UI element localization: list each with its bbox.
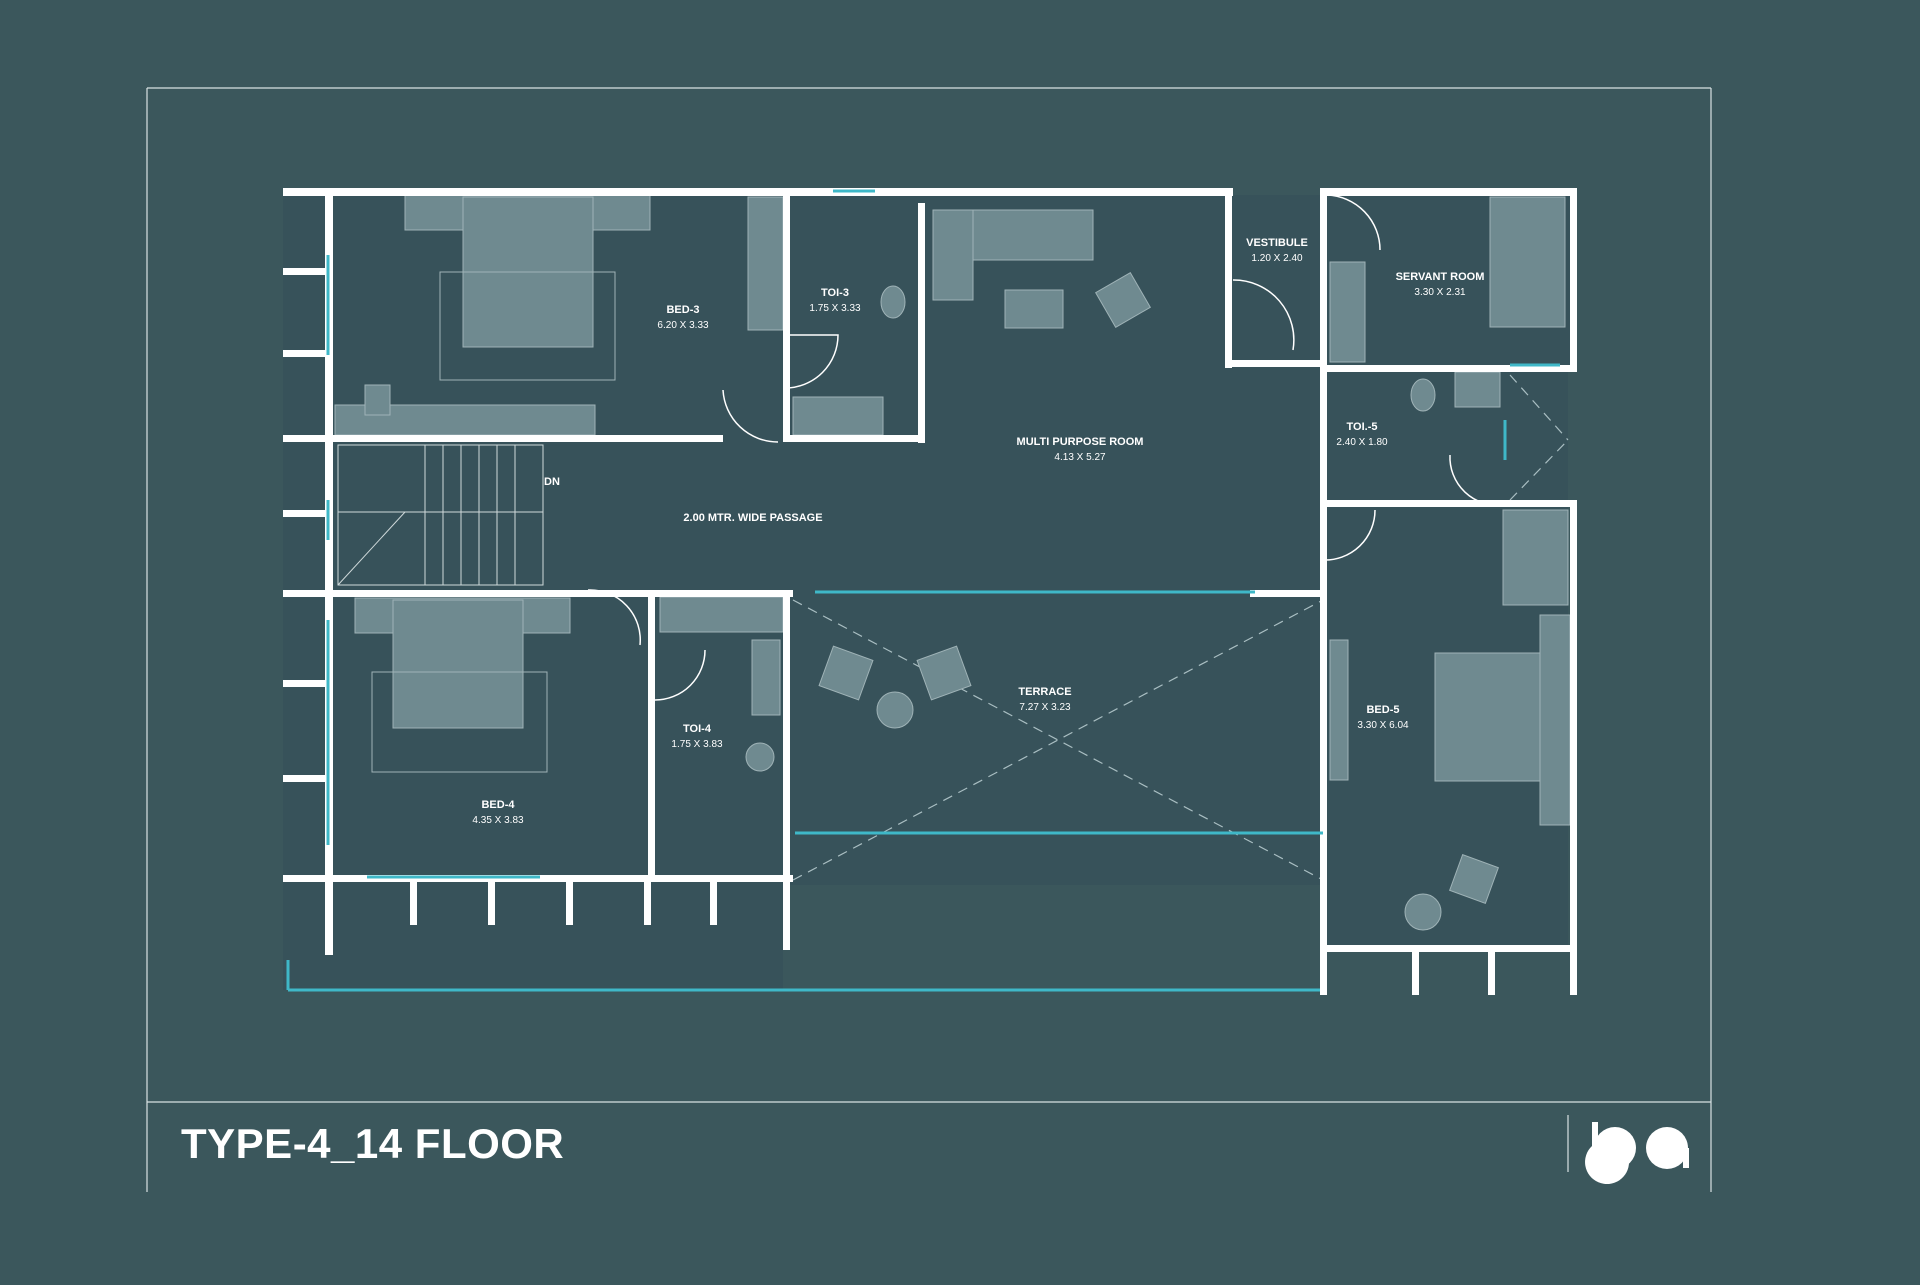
room-name-vestibule: VESTIBULE <box>1246 237 1308 249</box>
room-name-terrace: TERRACE <box>1018 686 1071 698</box>
room-name-toi-3: TOI-3 <box>821 287 849 299</box>
room-labels: BED-3 6.20 X 3.33 TOI-3 1.75 X 3.33 VEST… <box>472 237 1484 826</box>
room-size-multi-purpose: 4.13 X 5.27 <box>1054 452 1106 463</box>
passage-label: 2.00 MTR. WIDE PASSAGE <box>683 512 822 524</box>
room-name-toi-5: TOI.-5 <box>1347 421 1378 433</box>
room-name-toi-4: TOI-4 <box>683 723 712 735</box>
room-size-vestibule: 1.20 X 2.40 <box>1251 253 1303 264</box>
room-size-bed-4: 4.35 X 3.83 <box>472 815 524 826</box>
stair-dn-label: DN <box>544 476 560 488</box>
doors <box>587 194 1504 701</box>
frame-border <box>146 87 1712 1192</box>
room-name-bed-5: BED-5 <box>1366 704 1399 716</box>
room-size-bed-3: 6.20 X 3.33 <box>657 320 709 331</box>
room-name-servant: SERVANT ROOM <box>1396 271 1485 283</box>
page-title: TYPE-4_14 FLOOR <box>181 1120 565 1167</box>
room-name-bed-4: BED-4 <box>481 799 515 811</box>
room-size-servant: 3.30 X 2.31 <box>1414 287 1466 298</box>
glazing <box>286 189 1560 992</box>
furniture <box>334 194 1571 931</box>
room-name-bed-3: BED-3 <box>666 304 699 316</box>
room-size-terrace: 7.27 X 3.23 <box>1019 702 1071 713</box>
stair-treads <box>337 445 543 586</box>
room-size-toi-5: 2.40 X 1.80 <box>1336 437 1388 448</box>
room-size-bed-5: 3.30 X 6.04 <box>1357 720 1409 731</box>
room-size-toi-3: 1.75 X 3.33 <box>809 303 861 314</box>
room-name-multi-purpose: MULTI PURPOSE ROOM <box>1017 436 1144 448</box>
studio-logo-icon <box>1585 1122 1689 1185</box>
room-size-toi-4: 1.75 X 3.83 <box>671 739 723 750</box>
